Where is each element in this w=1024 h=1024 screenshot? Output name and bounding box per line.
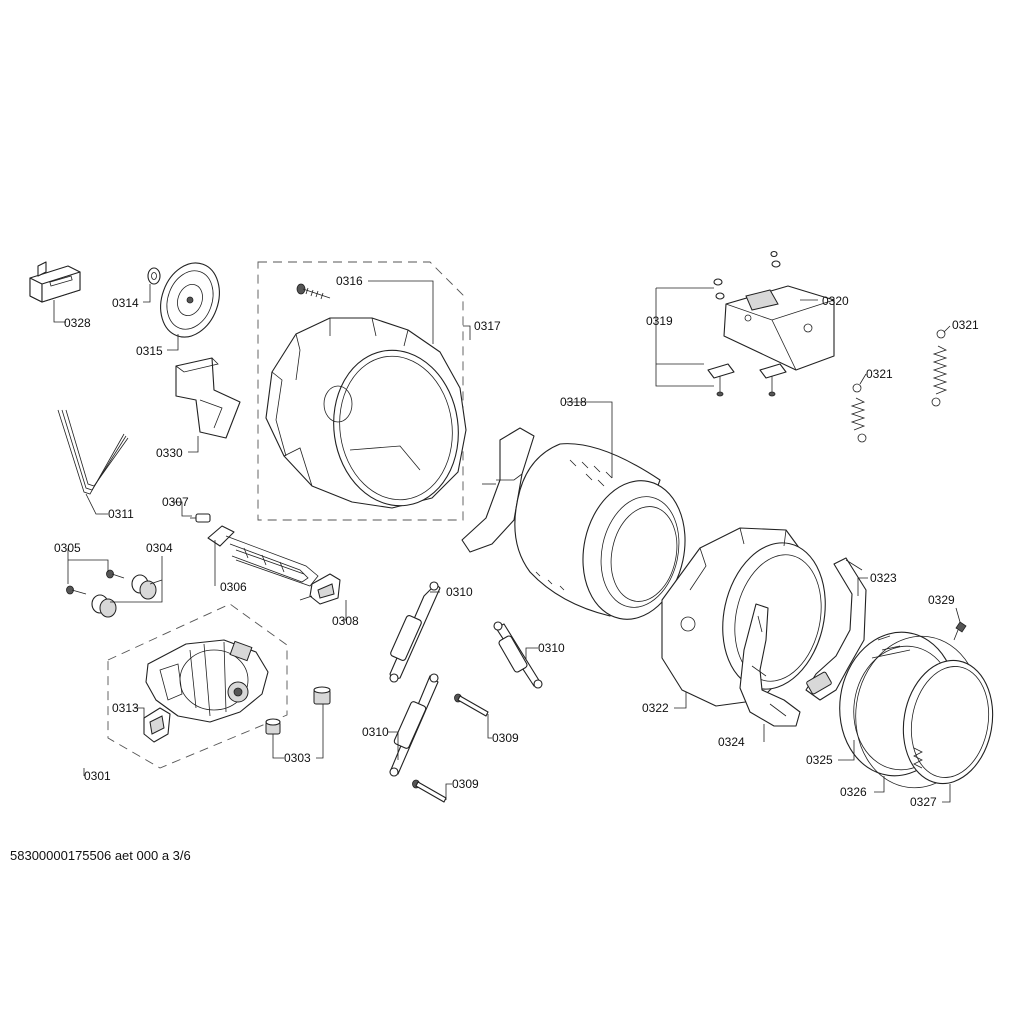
screw-0316 xyxy=(296,283,331,300)
rear-tub-0317 xyxy=(265,317,467,509)
callout-0310-top: 0310 xyxy=(446,585,473,599)
callout-0320: 0320 xyxy=(822,294,849,308)
callout-0325: 0325 xyxy=(806,753,833,767)
spring-0321b xyxy=(850,383,867,443)
callout-0328: 0328 xyxy=(64,316,91,330)
damper-0310b xyxy=(493,621,543,689)
pulley-0315 xyxy=(160,262,220,338)
callout-0327: 0327 xyxy=(910,795,937,809)
callout-0330: 0330 xyxy=(156,446,183,460)
callout-0322: 0322 xyxy=(642,701,669,715)
motor-group-frame xyxy=(107,603,288,769)
clamp-spring-0327 xyxy=(902,659,994,785)
brush-0313 xyxy=(143,707,171,743)
callout-0324: 0324 xyxy=(718,735,745,749)
callout-0321-left: 0321 xyxy=(866,367,893,381)
leader-lines xyxy=(53,280,961,803)
callout-0326: 0326 xyxy=(840,785,867,799)
hinge-0323 xyxy=(805,557,867,701)
door-bracket-0324 xyxy=(739,603,801,727)
bushing-0303b xyxy=(265,718,281,735)
callout-0305: 0305 xyxy=(54,541,81,555)
callout-0329: 0329 xyxy=(928,593,955,607)
front-tub-0322 xyxy=(661,527,826,707)
callout-0317: 0317 xyxy=(474,319,501,333)
damper-0310c xyxy=(389,673,439,777)
bracket-0328 xyxy=(29,261,81,303)
document-reference: 58300000175506 aet 000 a 3/6 xyxy=(10,848,191,863)
fixing-0319 xyxy=(707,250,787,397)
damper-0310a xyxy=(389,581,441,683)
bracket-0330 xyxy=(175,357,241,439)
callout-0308: 0308 xyxy=(332,614,359,628)
callout-0307: 0307 xyxy=(162,495,189,509)
screw-0305b xyxy=(66,585,87,595)
callout-0314: 0314 xyxy=(112,296,139,310)
callout-0315: 0315 xyxy=(136,344,163,358)
bushing-0303a xyxy=(313,686,331,705)
callout-0301: 0301 xyxy=(84,769,111,783)
callout-0310-bottom: 0310 xyxy=(362,725,389,739)
callout-0304: 0304 xyxy=(146,541,173,555)
washer-0314 xyxy=(147,267,161,285)
callout-0321-right: 0321 xyxy=(952,318,979,332)
callout-0318: 0318 xyxy=(560,395,587,409)
callout-0313: 0313 xyxy=(112,701,139,715)
callout-0306: 0306 xyxy=(220,580,247,594)
drum-0318 xyxy=(461,427,686,620)
callout-0309-bottom: 0309 xyxy=(452,777,479,791)
foot-0304b xyxy=(91,594,117,618)
foot-0304a xyxy=(131,574,157,600)
callout-0303: 0303 xyxy=(284,751,311,765)
spring-0321a xyxy=(931,329,948,407)
sensor-0307 xyxy=(190,513,211,523)
counterweight-0320 xyxy=(723,285,835,371)
callout-0309-top: 0309 xyxy=(492,731,519,745)
motor-0301 xyxy=(145,639,269,723)
heater-0306 xyxy=(207,525,319,587)
callout-0319: 0319 xyxy=(646,314,673,328)
bracket-0308 xyxy=(299,573,341,605)
callout-0310-right: 0310 xyxy=(538,641,565,655)
bolt-0309a xyxy=(454,693,489,717)
callout-0323: 0323 xyxy=(870,571,897,585)
callout-0311: 0311 xyxy=(108,507,134,521)
callout-0316: 0316 xyxy=(336,274,363,288)
belt-0311 xyxy=(57,409,129,495)
bolt-0309b xyxy=(412,779,447,803)
screw-0329 xyxy=(953,621,967,641)
screw-0305a xyxy=(106,569,125,579)
